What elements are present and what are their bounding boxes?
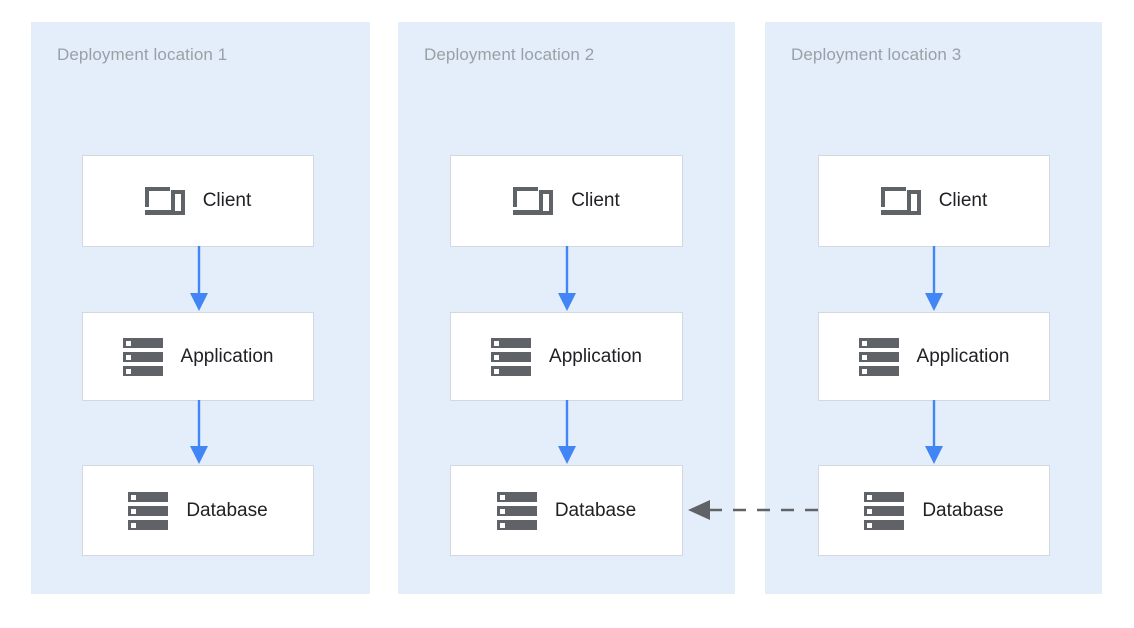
node-application-3-label: Application — [916, 345, 1010, 367]
node-application-2-label: Application — [549, 345, 642, 367]
node-client-2-label: Client — [571, 190, 620, 211]
server-icon — [491, 337, 532, 376]
node-application-1-label: Application — [180, 345, 274, 367]
node-client-1[interactable]: Client — [82, 155, 314, 247]
node-database-3[interactable]: Database — [818, 465, 1050, 556]
server-icon — [128, 491, 169, 530]
node-database-1[interactable]: Database — [82, 465, 314, 556]
server-icon — [858, 337, 899, 376]
zone-3-title: Deployment location 3 — [791, 45, 962, 64]
node-client-2[interactable]: Client — [450, 155, 683, 247]
node-application-1[interactable]: Application — [82, 312, 314, 401]
node-database-3-label: Database — [922, 499, 1004, 521]
node-client-3[interactable]: Client — [818, 155, 1050, 247]
node-application-2[interactable]: Application — [450, 312, 683, 401]
server-icon — [122, 337, 163, 376]
node-database-2-label: Database — [554, 499, 637, 521]
zone-2-title: Deployment location 2 — [424, 45, 595, 64]
deployment-zone-3: Deployment location 3 Client Application — [765, 22, 1102, 594]
node-database-1-label: Database — [186, 499, 268, 521]
node-client-3-label: Client — [938, 190, 988, 211]
devices-icon — [880, 184, 921, 218]
node-application-3[interactable]: Application — [818, 312, 1050, 401]
deployment-zone-1: Deployment location 1 Client Application — [31, 22, 370, 594]
node-database-2[interactable]: Database — [450, 465, 683, 556]
server-icon — [864, 491, 905, 530]
devices-icon — [144, 184, 185, 218]
server-icon — [496, 491, 537, 530]
devices-icon — [513, 184, 554, 218]
deployment-zone-2: Deployment location 2 Client Application — [398, 22, 735, 594]
zone-1-title: Deployment location 1 — [57, 45, 228, 64]
node-client-1-label: Client — [202, 190, 252, 211]
